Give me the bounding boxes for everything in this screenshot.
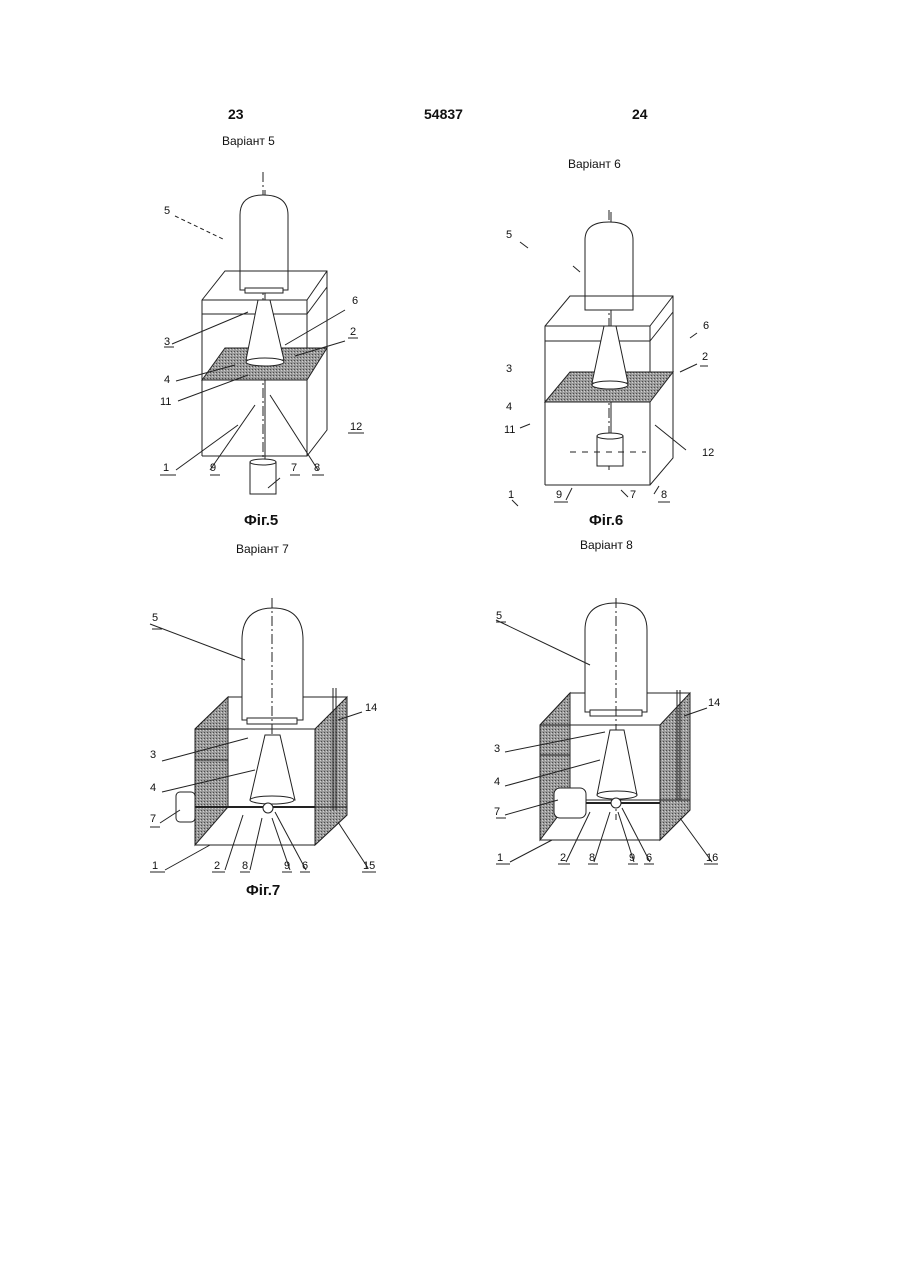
- fig8-label: 8: [589, 852, 595, 864]
- fig7-label: 6: [302, 860, 308, 872]
- fig7-label: 15: [363, 860, 375, 872]
- figure-6-caption: Фіг.6: [589, 512, 623, 529]
- fig7-label: 9: [284, 860, 290, 872]
- fig8-label: 4: [494, 776, 500, 788]
- fig6-label: 11: [504, 424, 515, 436]
- fig5-label: 9: [210, 462, 216, 474]
- fig6-label: 3: [506, 363, 512, 375]
- fig7-label: 1: [152, 860, 158, 872]
- fig6-label: 1: [508, 489, 514, 501]
- fig8-label: 5: [496, 610, 502, 622]
- fig8-label: 16: [706, 852, 718, 864]
- fig6-label: 9: [556, 489, 562, 501]
- fig5-label: 3: [164, 336, 170, 348]
- fig6-label: 8: [661, 489, 667, 501]
- fig6-label: 7: [630, 489, 636, 501]
- fig5-label: 1: [163, 462, 169, 474]
- fig5-label: 12: [350, 421, 362, 433]
- fig8-label: 6: [646, 852, 652, 864]
- fig8-label: 1: [497, 852, 503, 864]
- fig8-label: 2: [560, 852, 566, 864]
- fig7-label: 14: [365, 702, 377, 714]
- fig5-label: 11: [160, 396, 171, 408]
- fig5-label: 4: [164, 374, 170, 386]
- fig5-label: 2: [350, 326, 356, 338]
- fig6-label: 12: [702, 447, 714, 459]
- fig8-label: 7: [494, 806, 500, 818]
- figure-7-drawing: [150, 598, 376, 872]
- fig7-label: 2: [214, 860, 220, 872]
- figure-5-drawing: [160, 172, 364, 494]
- figure-6-drawing: [512, 210, 708, 506]
- fig6-label: 5: [506, 229, 512, 241]
- fig6-label: 6: [703, 320, 709, 332]
- fig6-label: 4: [506, 401, 512, 413]
- fig7-label: 5: [152, 612, 158, 624]
- fig5-label: 7: [291, 462, 297, 474]
- fig7-label: 7: [150, 813, 156, 825]
- fig8-label: 9: [629, 852, 635, 864]
- figure-5-caption: Фіг.5: [244, 512, 278, 529]
- fig7-label: 8: [242, 860, 248, 872]
- fig5-label: 8: [314, 462, 320, 474]
- fig5-label: 6: [352, 295, 358, 307]
- fig5-label: 5: [164, 205, 170, 217]
- fig7-label: 3: [150, 749, 156, 761]
- figure-8-drawing: [496, 598, 718, 864]
- fig8-label: 14: [708, 697, 720, 709]
- fig7-label: 4: [150, 782, 156, 794]
- figure-7-caption: Фіг.7: [246, 882, 280, 899]
- fig6-label: 2: [702, 351, 708, 363]
- fig8-label: 3: [494, 743, 500, 755]
